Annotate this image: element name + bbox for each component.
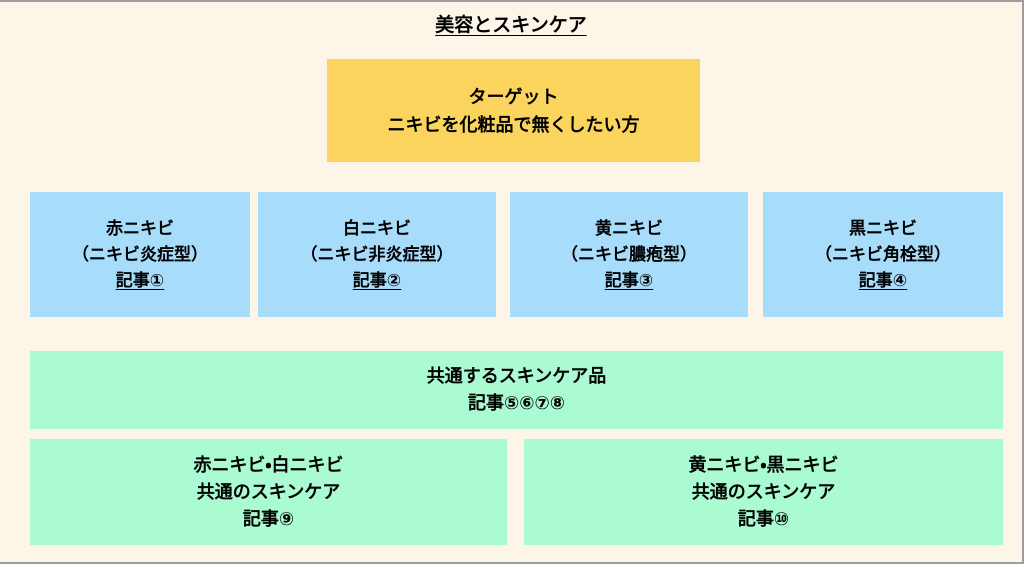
care-article: 記事⑨ [242, 508, 295, 529]
page-title: 美容とスキンケア [435, 15, 587, 36]
article-subtitle: （ニキビ炎症型） [72, 244, 208, 264]
care-pair: 赤ニキビ・白ニキビ [193, 454, 344, 475]
target-description: ニキビを化粧品で無くしたい方 [387, 114, 640, 135]
care-label: 共通のスキンケア [691, 481, 836, 502]
care-article: 記事⑩ [737, 508, 790, 529]
article-subtitle: （ニキビ非炎症型） [300, 244, 454, 264]
article-name: 黄ニキビ [595, 218, 663, 238]
article-subtitle: （ニキビ角栓型） [815, 244, 951, 264]
common-products-title: 共通するスキンケア品 [426, 366, 607, 386]
article-link: 記事③ [604, 270, 654, 290]
article-subtitle: （ニキビ膿疱型） [561, 244, 697, 264]
article-name: 赤ニキビ [106, 218, 174, 238]
article-box-white-acne: 白ニキビ （ニキビ非炎症型） 記事② [258, 192, 496, 317]
article-name: 白ニキビ [343, 218, 411, 238]
article-box-yellow-acne: 黄ニキビ （ニキビ膿疱型） 記事③ [510, 192, 748, 317]
target-box: ターゲット ニキビを化粧品で無くしたい方 [327, 59, 700, 162]
article-box-black-acne: 黒ニキビ （ニキビ角栓型） 記事④ [763, 192, 1003, 317]
article-link: 記事① [115, 270, 165, 290]
article-link: 記事② [352, 270, 402, 290]
common-care-box-yellow-black: 黄ニキビ・黒ニキビ 共通のスキンケア 記事⑩ [524, 439, 1003, 545]
common-products-box: 共通するスキンケア品 記事⑤⑥⑦⑧ [30, 351, 1003, 429]
article-name: 黒ニキビ [849, 218, 917, 238]
common-products-articles: 記事⑤⑥⑦⑧ [468, 393, 565, 413]
care-pair: 黄ニキビ・黒ニキビ [688, 454, 839, 475]
article-box-red-acne: 赤ニキビ （ニキビ炎症型） 記事① [30, 192, 250, 317]
common-care-box-red-white: 赤ニキビ・白ニキビ 共通のスキンケア 記事⑨ [30, 439, 507, 545]
target-label: ターゲット [468, 86, 559, 107]
care-label: 共通のスキンケア [196, 481, 341, 502]
article-link: 記事④ [858, 270, 908, 290]
